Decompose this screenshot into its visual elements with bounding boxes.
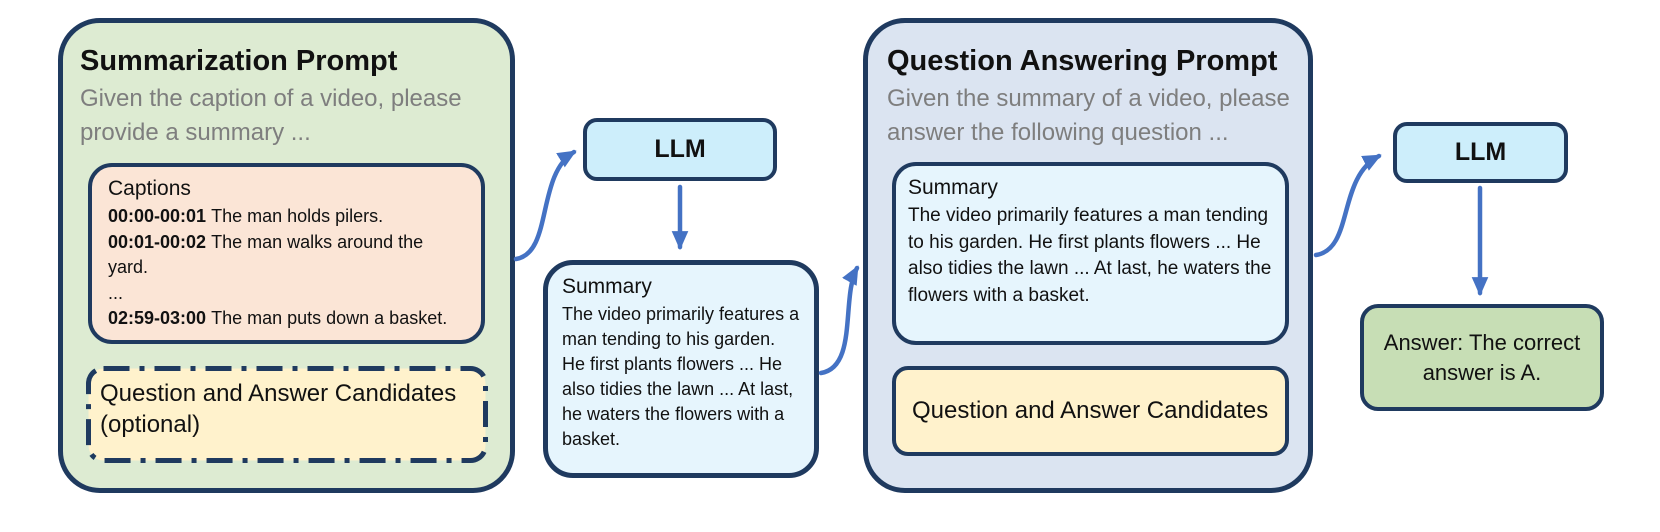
llm-qa-label: LLM	[1454, 138, 1507, 166]
qa-candidates-label: Question and Answer Candidates	[912, 397, 1269, 424]
qa-candidates-optional-card: Question and Answer Candidates (optional…	[86, 366, 488, 463]
caption-timestamp: 00:01-00:02	[108, 231, 207, 252]
question-answering-prompt-title: Question Answering Prompt	[887, 45, 1278, 77]
qa-summary-card: Summary The video primarily features a m…	[892, 162, 1289, 345]
answer-output-label: Answer: The correct answer is A.	[1383, 329, 1581, 385]
caption-text: The man holds pilers.	[211, 206, 384, 226]
summary-output-body: The video primarily features a man tendi…	[562, 304, 800, 449]
arrow-summary-to-qa-prompt-icon	[818, 265, 860, 376]
caption-text: The man puts down a basket.	[211, 308, 448, 328]
caption-text: ...	[108, 282, 124, 303]
llm-qa-box: LLM	[1393, 122, 1568, 183]
qa-summary-body: The video primarily features a man tendi…	[908, 205, 1272, 306]
caption-timestamp: 00:00-00:01	[108, 206, 207, 226]
llm-summarization-label: LLM	[654, 135, 706, 163]
summarization-prompt-title: Summarization Prompt	[80, 45, 398, 77]
question-answering-prompt-subtitle: Given the summary of a video, please ans…	[887, 85, 1290, 146]
qa-candidates-optional-label: Question and Answer Candidates (optional…	[100, 380, 457, 438]
arrow-prompt-to-llm1-icon	[513, 149, 577, 262]
qa-summary-title: Summary	[908, 176, 998, 199]
captions-card-title: Captions	[108, 177, 191, 200]
answer-output-box: Answer: The correct answer is A.	[1360, 304, 1604, 411]
qa-candidates-card: Question and Answer Candidates	[892, 366, 1289, 456]
dashdot-border	[86, 366, 488, 463]
caption-line-ellipsis: ...	[108, 281, 465, 307]
caption-text: The man walks around the yard.	[108, 231, 424, 278]
summarization-prompt-subtitle: Given the caption of a video, please pro…	[80, 85, 462, 146]
caption-timestamp: 02:59-03:00	[108, 308, 207, 328]
arrow-qa-prompt-to-llm2-icon	[1313, 153, 1382, 258]
summary-output-card: Summary The video primarily features a m…	[543, 260, 819, 478]
llm-summarization-box: LLM	[583, 118, 777, 181]
summary-output-title: Summary	[562, 275, 652, 298]
